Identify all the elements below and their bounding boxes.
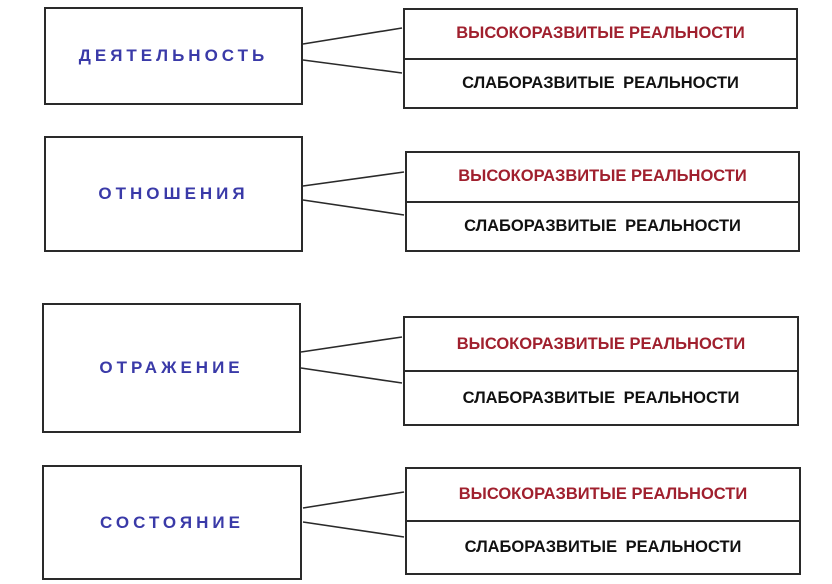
high-reality-label: ВЫСОКОРАЗВИТЫЕ РЕАЛЬНОСТИ [405,10,796,60]
connector-line [302,491,405,509]
high-reality-label: ВЫСОКОРАЗВИТЫЕ РЕАЛЬНОСТИ [405,318,797,372]
low-reality-label: СЛАБОРАЗВИТЫЕ РЕАЛЬНОСТИ [462,388,740,407]
connector-line [302,171,405,187]
category-label: ОТНОШЕНИЯ [98,184,249,203]
low-reality-label: СЛАБОРАЗВИТЫЕ РЕАЛЬНОСТИ [464,538,742,556]
reality-box: ВЫСОКОРАЗВИТЫЕ РЕАЛЬНОСТИ СЛАБОРАЗВИТЫЕ … [405,151,800,252]
connector-line [300,336,403,353]
category-box-activity: ДЕЯТЕЛЬНОСТЬ [44,7,303,105]
reality-box: ВЫСОКОРАЗВИТЫЕ РЕАЛЬНОСТИ СЛАБОРАЗВИТЫЕ … [405,467,801,575]
category-box-relations: ОТНОШЕНИЯ [44,136,303,252]
category-box-state: СОСТОЯНИЕ [42,465,302,580]
high-reality-label: ВЫСОКОРАЗВИТЫЕ РЕАЛЬНОСТИ [407,153,798,203]
reality-box: ВЫСОКОРАЗВИТЫЕ РЕАЛЬНОСТИ СЛАБОРАЗВИТЫЕ … [403,8,798,109]
low-reality-label: СЛАБОРАЗВИТЫЕ РЕАЛЬНОСТИ [462,73,739,92]
category-box-reflection: ОТРАЖЕНИЕ [42,303,301,433]
category-label: ДЕЯТЕЛЬНОСТЬ [78,46,269,65]
reality-box: ВЫСОКОРАЗВИТЫЕ РЕАЛЬНОСТИ СЛАБОРАЗВИТЫЕ … [403,316,799,426]
high-reality-label: ВЫСОКОРАЗВИТЫЕ РЕАЛЬНОСТИ [407,469,799,522]
connector-line [302,27,403,45]
category-label: СОСТОЯНИЕ [100,512,244,532]
connector-line [302,199,405,216]
connector-line [302,521,405,538]
category-label: ОТРАЖЕНИЕ [99,358,244,377]
connector-line [302,59,403,74]
low-reality-label: СЛАБОРАЗВИТЫЕ РЕАЛЬНОСТИ [464,216,741,235]
connector-line [300,367,403,384]
